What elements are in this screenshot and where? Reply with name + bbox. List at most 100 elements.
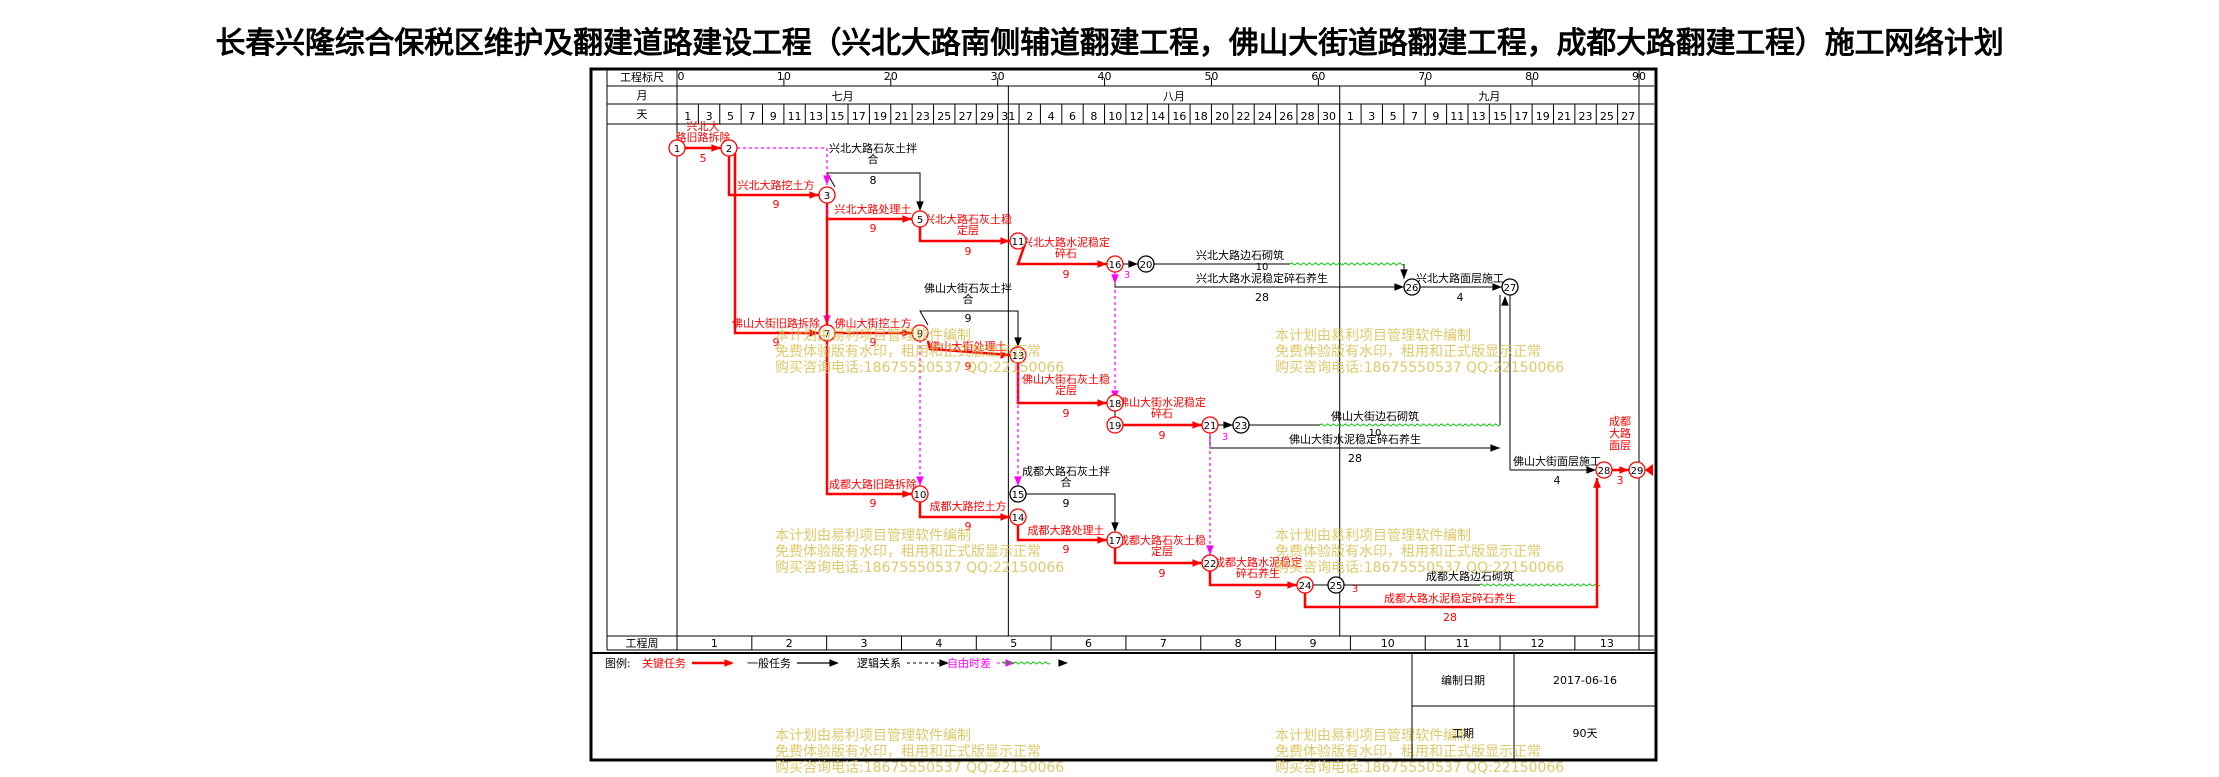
day-label-value: 7 [1411, 110, 1418, 123]
watermark-text: 免费体验版有水印，租用和正式版显示正常 [775, 344, 1041, 360]
ruler-tick-label: 10 [777, 70, 791, 83]
day-label-value: 23 [1579, 110, 1593, 123]
node-10-label: 10 [914, 490, 927, 501]
node-5 [911, 210, 929, 228]
task-t20-arrow [918, 502, 1010, 519]
task-t14-label: 定层 [1055, 383, 1077, 397]
task-t13-arrow [926, 340, 1011, 357]
node-26 [1403, 278, 1421, 296]
task-t1-label: 路旧路拆除 [676, 130, 731, 144]
day-label-value: 1 [684, 110, 691, 123]
watermark-text: 购买咨询电话:18675550537 QQ:22150066 [1275, 360, 1564, 376]
watermark-text: 本计划由易利项目管理软件编制 [1275, 728, 1471, 744]
task-t12-label: 合 [963, 292, 974, 306]
float-label: 3 [1124, 270, 1130, 281]
task-t3-label: 兴北大路处理土 [835, 202, 912, 216]
task-t13-label: 佛山大街处理土 [930, 339, 1007, 353]
watermark-text: 本计划由易利项目管理软件编制 [1275, 328, 1471, 344]
day-label-value: 15 [830, 110, 844, 123]
link-arrowhead [1501, 296, 1509, 306]
watermark-text: 购买咨询电话:18675550537 QQ:22150066 [1275, 760, 1564, 776]
node-18 [1106, 394, 1124, 412]
task-t21-arrow [1026, 493, 1116, 532]
task-t21-arrowhead [1111, 522, 1119, 532]
task-t15-label: 佛山大街水泥稳定 [1118, 395, 1206, 409]
task-t1-duration: 5 [700, 152, 707, 165]
task-t15-arrowhead [1192, 421, 1202, 429]
task-t11-label: 佛山大街挖土方 [835, 316, 912, 330]
node-19 [1106, 416, 1124, 434]
node-17 [1106, 531, 1124, 549]
task-t9-duration: 4 [1457, 291, 1464, 304]
task-t24-label: 碎石养生 [1236, 566, 1280, 580]
legend-item-label: 关键任务 [642, 656, 686, 670]
task-t14-label: 佛山大街石灰土稳 [1022, 372, 1110, 386]
task-t23-duration: 9 [1159, 567, 1166, 580]
node-25-label: 25 [1330, 581, 1343, 592]
task-t24-arrowhead [1287, 581, 1297, 589]
node-13 [1009, 346, 1027, 364]
task-t23-arrow [1113, 548, 1202, 565]
node-21-label: 21 [1204, 421, 1217, 432]
task-t12-arrow [919, 310, 1019, 347]
day-label-value: 14 [1151, 110, 1165, 123]
node-7 [818, 324, 836, 342]
task-t8-label: 兴北大路水泥稳定碎石养生 [1196, 271, 1328, 285]
day-label-value: 3 [706, 110, 713, 123]
task-t23-label: 成都大路石灰土稳 [1118, 533, 1206, 547]
task-t27-arrowhead [1619, 466, 1629, 474]
task-t19-arrowhead [902, 490, 912, 498]
ruler-tick-label: 40 [1098, 70, 1112, 83]
task-t24-duration: 9 [1255, 588, 1262, 601]
task-t26-duration: 28 [1443, 611, 1457, 624]
day-label-value: 23 [916, 110, 930, 123]
watermark-text: 免费体验版有水印，租用和正式版显示正常 [1275, 744, 1541, 760]
ruler-tick-label: 0 [678, 70, 685, 83]
task-t24-arrow [1208, 571, 1297, 587]
task-t4-label: 合 [868, 152, 879, 166]
day-label-value: 20 [1215, 110, 1229, 123]
day-label-value: 24 [1258, 110, 1272, 123]
task-t20-arrowhead [1000, 513, 1010, 521]
free-float-arrowhead [1014, 476, 1022, 486]
day-label-value: 18 [1194, 110, 1208, 123]
day-label-value: 3 [1368, 110, 1375, 123]
task-t12-duration: 9 [965, 312, 972, 325]
task-t7-duration: 10 [1256, 262, 1269, 273]
task-t27-label: 面层 [1609, 439, 1631, 452]
node-21 [1201, 416, 1219, 434]
task-t6-arrowhead [1097, 260, 1107, 268]
node-18-label: 18 [1109, 399, 1122, 410]
node-16-label: 16 [1109, 260, 1122, 271]
task-t16-label: 佛山大街边石砌筑 [1331, 409, 1419, 423]
week-label-value: 1 [711, 637, 718, 650]
day-label-value: 5 [1390, 110, 1397, 123]
task-t4-duration: 8 [870, 174, 877, 187]
node-16 [1106, 255, 1124, 273]
free-float-arrowhead [1111, 274, 1119, 284]
day-label-value: 26 [1279, 110, 1293, 123]
logic-arrowhead [1223, 421, 1233, 429]
node-9 [911, 324, 929, 342]
watermark-text: 购买咨询电话:18675550537 QQ:22150066 [1275, 560, 1564, 576]
day-label-value: 17 [1514, 110, 1528, 123]
watermark-text: 免费体验版有水印，租用和正式版显示正常 [775, 744, 1041, 760]
day-label-value: 4 [1048, 110, 1055, 123]
task-t2-arrowhead [809, 191, 819, 199]
task-t3-arrowhead [902, 215, 912, 223]
day-label-value: 1 [1347, 110, 1354, 123]
watermark-text: 本计划由易利项目管理软件编制 [775, 328, 971, 344]
task-t27-duration: 3 [1617, 474, 1624, 487]
node-27-label: 27 [1504, 283, 1517, 294]
task-t5-label: 兴北大路石灰土稳 [924, 212, 1012, 226]
task-t26-label: 成都大路水泥稳定碎石养生 [1384, 591, 1516, 605]
node-17-label: 17 [1109, 536, 1122, 547]
day-label-value: 16 [1172, 110, 1186, 123]
task-t27-label: 成都 [1609, 415, 1631, 428]
task-t21-duration: 9 [1063, 497, 1070, 510]
month-label-value: 七月 [832, 90, 854, 103]
node-22-label: 22 [1204, 559, 1217, 570]
day-label-value: 9 [770, 110, 777, 123]
task-t7-arrowhead [1400, 269, 1408, 279]
